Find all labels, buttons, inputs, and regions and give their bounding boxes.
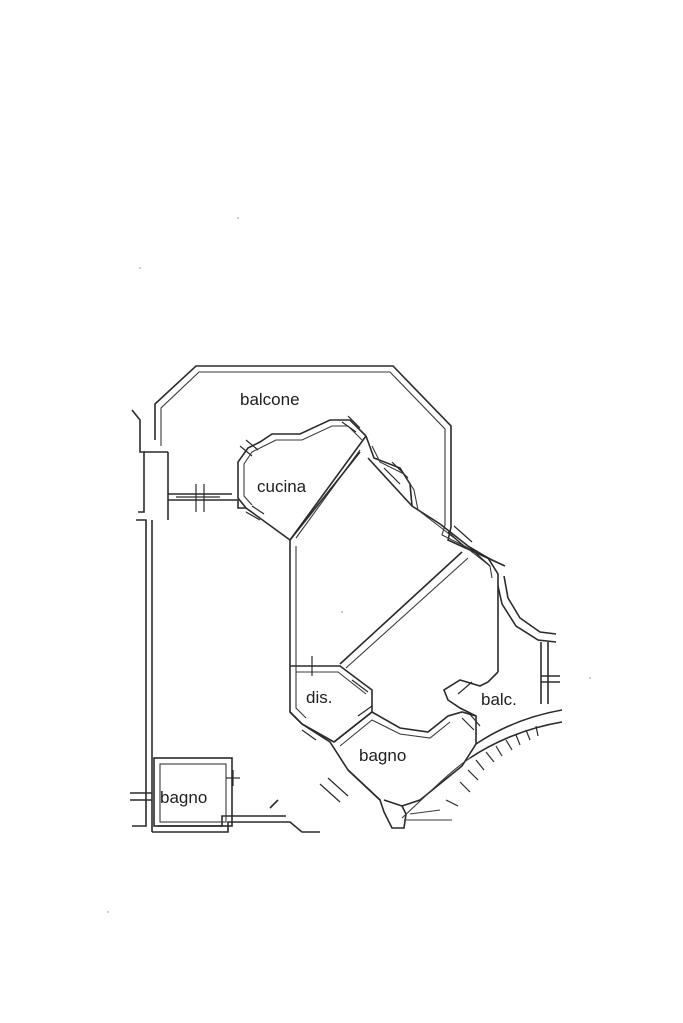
bagno-small-walls bbox=[153, 757, 240, 827]
room-label-bagno-small: bagno bbox=[160, 788, 207, 807]
balc-walls bbox=[443, 575, 560, 731]
scan-speck bbox=[589, 677, 591, 679]
room-label-bagno-main: bagno bbox=[359, 746, 406, 765]
scan-speck bbox=[139, 267, 141, 269]
bagno-main-walls bbox=[319, 711, 477, 829]
room-label-dis: dis. bbox=[306, 688, 332, 707]
room-label-cucina: cucina bbox=[257, 477, 307, 496]
room-label-balcone: balcone bbox=[240, 390, 300, 409]
scan-speck bbox=[237, 217, 239, 219]
balcone-railing bbox=[154, 365, 506, 567]
left-boundary-wall bbox=[130, 409, 169, 832]
bedroom-walls bbox=[289, 435, 499, 801]
scan-speck bbox=[341, 611, 343, 613]
curved-balcony-edge bbox=[401, 709, 563, 821]
living-room-walls bbox=[152, 493, 320, 833]
room-label-balc: balc. bbox=[481, 690, 517, 709]
scan-speck bbox=[107, 911, 109, 913]
